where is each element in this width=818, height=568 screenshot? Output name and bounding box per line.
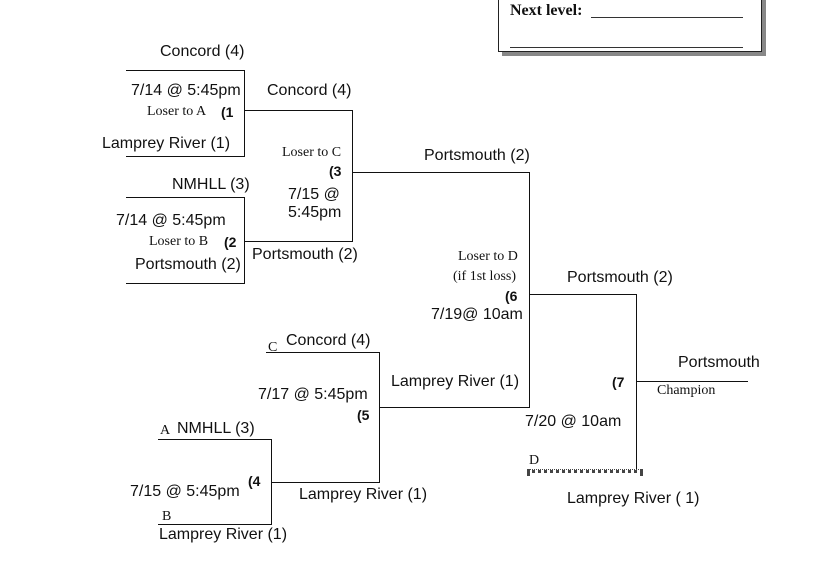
g6-loser-note-line1: Loser to D	[458, 249, 518, 264]
g3-datetime-line2: 5:45pm	[288, 204, 342, 221]
next-level-blank-line-2[interactable]	[510, 47, 743, 48]
g1-winner-line	[244, 110, 353, 111]
g5-game-number: (5	[357, 407, 370, 423]
g1-team-bottom: Lamprey River (1)	[102, 135, 231, 152]
g4-team-bottom: Lamprey River (1)	[159, 526, 288, 543]
g2-team-bottom: Portsmouth (2)	[135, 256, 241, 273]
g1-top-line	[126, 70, 245, 71]
champion-label: Champion	[657, 383, 716, 398]
g5-top-line	[266, 352, 380, 353]
g1-game-number: (1	[221, 104, 234, 120]
g6-game-number: (6	[505, 288, 518, 304]
g7-bottom-line	[527, 469, 643, 473]
next-level-label: Next level:	[510, 2, 583, 19]
g5-team-top-prefix: C	[268, 340, 278, 355]
g7-game-number: (7	[612, 374, 625, 390]
g1-winner: Concord (4)	[267, 82, 352, 99]
g1-datetime: 7/14 @ 5:45pm	[131, 82, 241, 99]
g4-bottom-line	[158, 524, 272, 525]
g2-bottom-line	[126, 283, 245, 284]
g5-winner: Lamprey River (1)	[391, 373, 520, 390]
g6-winner-line	[529, 294, 637, 295]
g3-winner-line	[352, 172, 530, 173]
g4-winner: Lamprey River (1)	[299, 486, 428, 503]
g2-datetime: 7/14 @ 5:45pm	[116, 212, 226, 229]
g3-winner: Portsmouth (2)	[424, 147, 530, 164]
g7-datetime: 7/20 @ 10am	[525, 413, 622, 430]
next-level-blank-line-1[interactable]	[591, 17, 743, 18]
g1-team-top: Concord (4)	[160, 43, 245, 60]
g1-connector	[244, 70, 245, 157]
g6-datetime: 7/19@ 10am	[431, 306, 523, 323]
g7-connector	[636, 294, 637, 470]
g2-game-number: (2	[224, 234, 237, 250]
g4-top-line	[158, 439, 272, 440]
g1-loser-note: Loser to A	[147, 104, 207, 119]
g5-team-top: Concord (4)	[286, 332, 371, 349]
g5-connector	[379, 352, 380, 482]
g2-connector	[244, 197, 245, 284]
champion-name: Portsmouth	[678, 354, 760, 371]
g2-team-top: NMHLL (3)	[172, 176, 250, 193]
champion-line	[636, 381, 748, 382]
g4-game-number: (4	[248, 473, 261, 489]
g3-connector	[352, 110, 353, 241]
g6-winner: Portsmouth (2)	[567, 269, 673, 286]
g2-winner: Portsmouth (2)	[252, 246, 358, 263]
g4-team-top: NMHLL (3)	[177, 420, 255, 437]
g1-bottom-line	[126, 156, 245, 157]
g6-loser-note-line2: (if 1st loss)	[453, 269, 516, 284]
g2-winner-line	[244, 241, 353, 242]
next-level-box: Next level:	[498, 0, 762, 52]
g5-datetime: 7/17 @ 5:45pm	[258, 386, 368, 403]
g7-bottom-prefix: D	[529, 453, 540, 468]
g2-loser-note: Loser to B	[149, 234, 209, 249]
g6-connector	[529, 172, 530, 407]
g7-team-bottom: Lamprey River ( 1)	[567, 490, 700, 507]
g3-loser-note: Loser to C	[282, 145, 342, 160]
g4-datetime: 7/15 @ 5:45pm	[130, 483, 240, 500]
g4-team-top-prefix: A	[160, 423, 171, 438]
g2-top-line	[126, 197, 245, 198]
g4-team-bottom-prefix: B	[162, 509, 172, 524]
g4-winner-line	[271, 482, 380, 483]
g3-game-number: (3	[329, 163, 342, 179]
g3-datetime-line1: 7/15 @	[288, 186, 340, 203]
g5-winner-line	[379, 407, 530, 408]
